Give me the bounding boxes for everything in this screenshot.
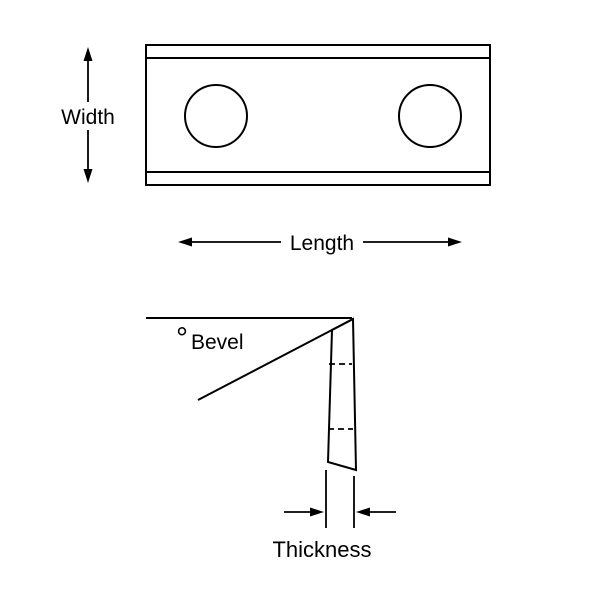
- side-view: ° Bevel: [146, 317, 358, 472]
- thickness-arrow-left-icon: [356, 507, 370, 517]
- thickness-dimension: Thickness: [272, 470, 396, 562]
- left-hole: [184, 84, 248, 148]
- width-label-backing: [57, 102, 119, 130]
- plate-outline: [145, 44, 491, 186]
- length-arrow-left-icon: [178, 237, 192, 247]
- width-dimension: Width: [57, 47, 119, 183]
- length-arrow-right-icon: [448, 237, 462, 247]
- blade-cross-section: [326, 317, 358, 472]
- width-arrow-up-icon: [83, 47, 93, 61]
- top-view: [145, 44, 491, 186]
- length-label: Length: [290, 232, 354, 255]
- thickness-arrow-right-icon: [310, 507, 324, 517]
- length-label-backing: [281, 228, 363, 256]
- degree-symbol: °: [176, 322, 188, 355]
- width-arrow-down-icon: [83, 169, 93, 183]
- width-label: Width: [61, 106, 115, 129]
- bevel-edge-line: [197, 318, 354, 401]
- bevel-label: Bevel: [191, 331, 244, 354]
- right-hole: [398, 84, 462, 148]
- length-dimension: Length: [178, 228, 462, 256]
- thickness-label: Thickness: [272, 537, 371, 562]
